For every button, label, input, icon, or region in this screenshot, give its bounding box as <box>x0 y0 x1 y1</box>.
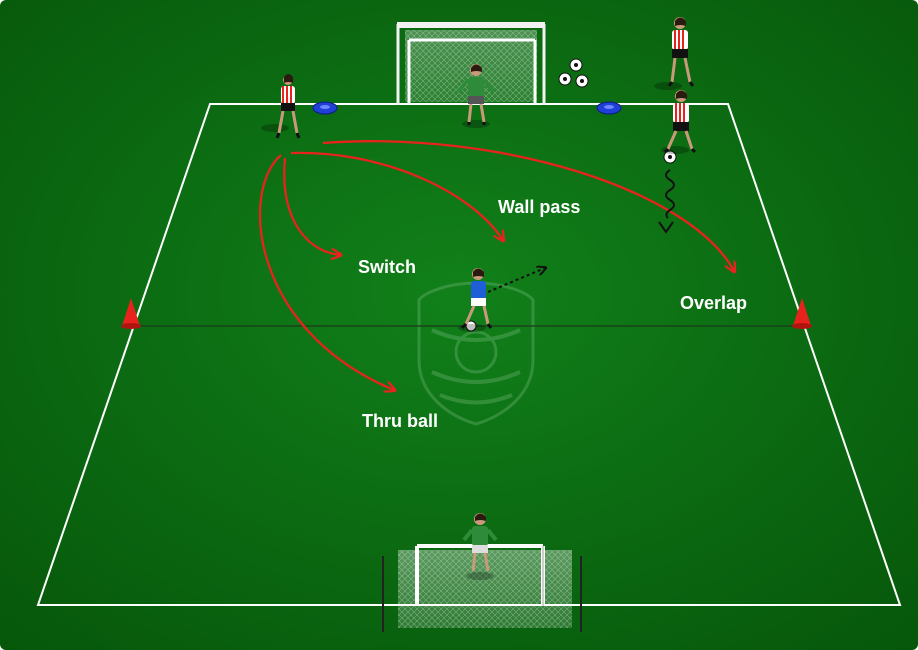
watermark-logo <box>417 281 535 426</box>
goal-icon <box>382 544 582 632</box>
defender-icon <box>458 268 493 332</box>
thru-ball-label: Thru ball <box>362 411 438 431</box>
defender-run-arrow <box>487 268 545 293</box>
goalkeeper-icon <box>456 64 496 128</box>
player-icon <box>261 74 301 139</box>
switch-arrow <box>283 157 340 255</box>
wall-pass-arrow <box>290 151 503 240</box>
disc-marker-icon <box>312 101 338 115</box>
pitch-boundary <box>36 103 902 606</box>
ball-icon <box>558 72 572 86</box>
disc-marker-icon <box>596 101 622 115</box>
ball-icon <box>569 58 583 72</box>
goalkeeper-icon <box>462 513 498 580</box>
cone-icon <box>121 298 141 329</box>
player-icon <box>654 17 695 90</box>
overlap-arrow <box>322 140 734 271</box>
ball-icon <box>663 150 677 164</box>
dribble-arrow-head <box>658 221 674 234</box>
pass-arrows <box>258 140 734 390</box>
dribble-path <box>665 169 675 219</box>
thru-ball-arrow <box>258 154 394 390</box>
pitch-lines <box>36 103 902 606</box>
ball-icon <box>575 74 589 88</box>
goal-icon <box>396 22 546 105</box>
cone-icon <box>792 298 812 329</box>
wall-pass-label: Wall pass <box>498 197 580 217</box>
overlap-label: Overlap <box>680 293 747 313</box>
switch-label: Switch <box>358 257 416 277</box>
player-icon <box>661 90 697 154</box>
